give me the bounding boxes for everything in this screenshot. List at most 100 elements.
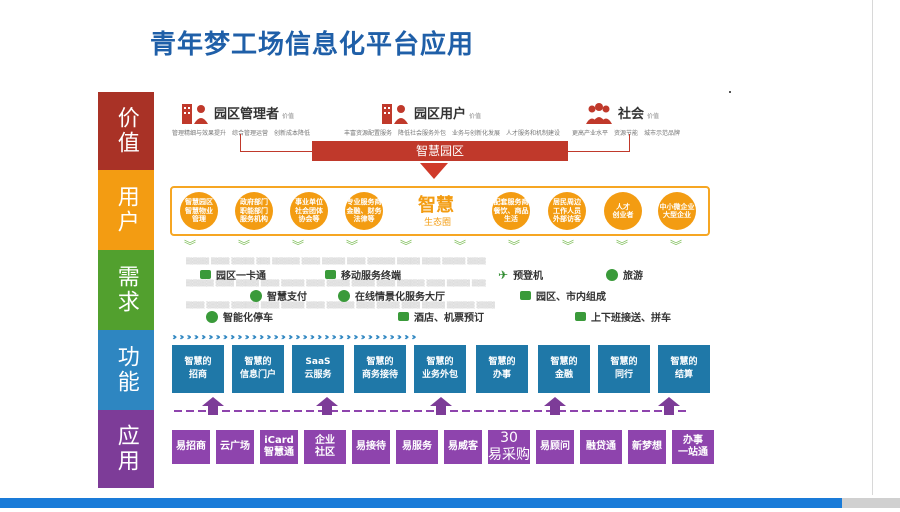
role-label: 社会 (618, 106, 645, 122)
need-hall: 在线情景化服务大厅 (338, 288, 445, 303)
page-border (872, 0, 873, 495)
user-circle: 人才创业者 (604, 192, 642, 230)
chevron-right-icon: ›› (237, 332, 243, 343)
need-label: 在线情景化服务大厅 (355, 292, 445, 303)
chevron-right-icon: ›› (266, 332, 272, 343)
ecosystem-title: 智慧 (418, 195, 454, 216)
function-box: 智慧的业务外包 (414, 345, 466, 393)
band-user-label: 用户 (113, 185, 139, 235)
up-arrow-icon (544, 397, 566, 415)
parking-icon (206, 310, 218, 323)
chevron-right-icon: ›› (186, 332, 193, 343)
people-group-icon (586, 103, 612, 124)
role-items-user: 丰富资源配置服务 降低社会服务外包 业务与创新化发展 人才服务和机制建设 (344, 128, 560, 137)
function-box: 智慧的结算 (658, 345, 710, 393)
faint-filler: ▒▒▒▒ ▒▒▒▒▒ ▒▒▒▒▒▒ ▒▒▒▒ ▒▒▒▒▒ ▒▒▒▒ ▒▒▒▒▒▒… (186, 302, 495, 309)
building-person-icon (182, 104, 208, 124)
chevron-right-icon: ›› (338, 332, 345, 343)
user-circle: 事业单位社会团体协会等 (290, 192, 328, 230)
app-box: 易接待 (352, 430, 390, 464)
briefcase-icon (398, 312, 409, 321)
role-item: 资源节能 (614, 130, 639, 137)
travel-icon (606, 268, 618, 281)
chevron-right-icon: ›› (201, 332, 207, 343)
band-value: 价值 (98, 92, 154, 170)
band-demand-label: 需求 (113, 265, 139, 315)
bus-icon (520, 291, 531, 300)
user-circle: 居民周边工作人员外部访客 (548, 192, 586, 230)
chevron-right-icon: ›› (353, 332, 359, 343)
chevron-down-icon: ︾ (184, 239, 197, 253)
need-label: 旅游 (623, 271, 643, 282)
card-icon (200, 270, 211, 279)
role-society: 社会 价值 (584, 100, 659, 124)
chevron-right-icon: ›› (317, 332, 323, 343)
chevron-right-icon: ›› (411, 332, 417, 343)
chevron-right-icon: ›› (302, 332, 309, 343)
need-boarding: ✈ 预登机 (498, 267, 544, 283)
function-box: 智慧的办事 (476, 345, 528, 393)
role-sub: 价值 (469, 112, 482, 120)
chevron-right-icon: ›› (389, 332, 396, 343)
function-box: 智慧的同行 (598, 345, 650, 393)
blue-chevron-row: ››››››››››››››››››››››››››››››››››››››››… (172, 332, 417, 343)
chevron-right-icon: ›› (172, 332, 178, 343)
faint-filler: ▒▒▒▒▒▒ ▒▒▒▒ ▒▒▒▒▒ ▒▒▒▒ ▒▒▒▒▒ ▒▒▒▒ ▒▒▒▒▒ … (186, 280, 486, 287)
app-box: 融贷通 (580, 430, 622, 464)
chevron-down-icon: ︾ (508, 239, 521, 253)
band-function-label: 功能 (113, 345, 139, 395)
chevron-right-icon: ›› (280, 332, 287, 343)
pay-icon (250, 289, 262, 302)
up-arrow-icon (316, 397, 338, 415)
chevron-right-icon: ›› (208, 332, 214, 343)
chevron-right-icon: ›› (367, 332, 374, 343)
role-items-manager: 管理精细与效果提升 综合管理运营 创新成本降低 (172, 128, 310, 137)
user-circle: 政府部门职能部门服务机构 (235, 192, 273, 230)
role-sub: 价值 (647, 112, 660, 120)
chat-icon (338, 289, 350, 302)
chevron-right-icon: ›› (259, 332, 265, 343)
app-box: 办事一站通 (672, 430, 714, 464)
app-box: 易招商 (172, 430, 210, 464)
user-circle: 配套服务商餐饮、商品生活 (492, 192, 530, 230)
app-box: 云广场 (216, 430, 254, 464)
role-item: 创新成本降低 (274, 130, 311, 137)
building-person-icon (382, 104, 408, 124)
app-box: 新梦想 (628, 430, 666, 464)
user-circle: 中小微企业大型企业 (658, 192, 696, 230)
chevron-right-icon: ›› (346, 332, 352, 343)
user-circle: 智慧园区智慧物业管理 (180, 192, 218, 230)
need-label: 智慧支付 (267, 292, 307, 303)
need-label: 预登机 (513, 271, 544, 282)
up-arrow-icon (430, 397, 452, 415)
need-car: 上下班接送、拼车 (575, 309, 671, 324)
chevron-right-icon: ›› (295, 332, 301, 343)
need-travel: 旅游 (606, 267, 643, 282)
chevron-right-icon: ›› (324, 332, 330, 343)
ecosystem-frame (170, 186, 710, 236)
band-value-label: 价值 (113, 106, 139, 156)
need-label: 智能化停车 (223, 313, 273, 324)
band-user: 用户 (98, 170, 154, 250)
band-function: 功能 (98, 330, 154, 410)
chevron-right-icon: ›› (244, 332, 251, 343)
chevron-right-icon: ›› (179, 332, 185, 343)
smart-park-bar: 智慧园区 (312, 141, 568, 161)
role-item: 降低社会服务外包 (398, 130, 447, 137)
role-item: 丰富资源配置服务 (344, 130, 393, 137)
page-title: 青年梦工场信息化平台应用 (150, 30, 475, 60)
role-item: 人才服务和机制建设 (506, 130, 561, 137)
need-label: 酒店、机票预订 (414, 313, 484, 324)
band-application-label: 应用 (113, 424, 139, 474)
chevron-right-icon: ›› (215, 332, 222, 343)
user-circle: 专业服务商金融、财务法律等 (345, 192, 383, 230)
role-item: 业务与创新化发展 (452, 130, 501, 137)
app-box: 易顾问 (536, 430, 574, 464)
need-card: 园区一卡通 (200, 267, 266, 282)
chevron-down-icon: ︾ (238, 239, 251, 253)
plane-icon: ✈ (498, 267, 509, 282)
chevron-right-icon: ›› (404, 332, 410, 343)
need-label: 上下班接送、拼车 (591, 313, 671, 324)
chevron-down-icon: ︾ (346, 239, 359, 253)
